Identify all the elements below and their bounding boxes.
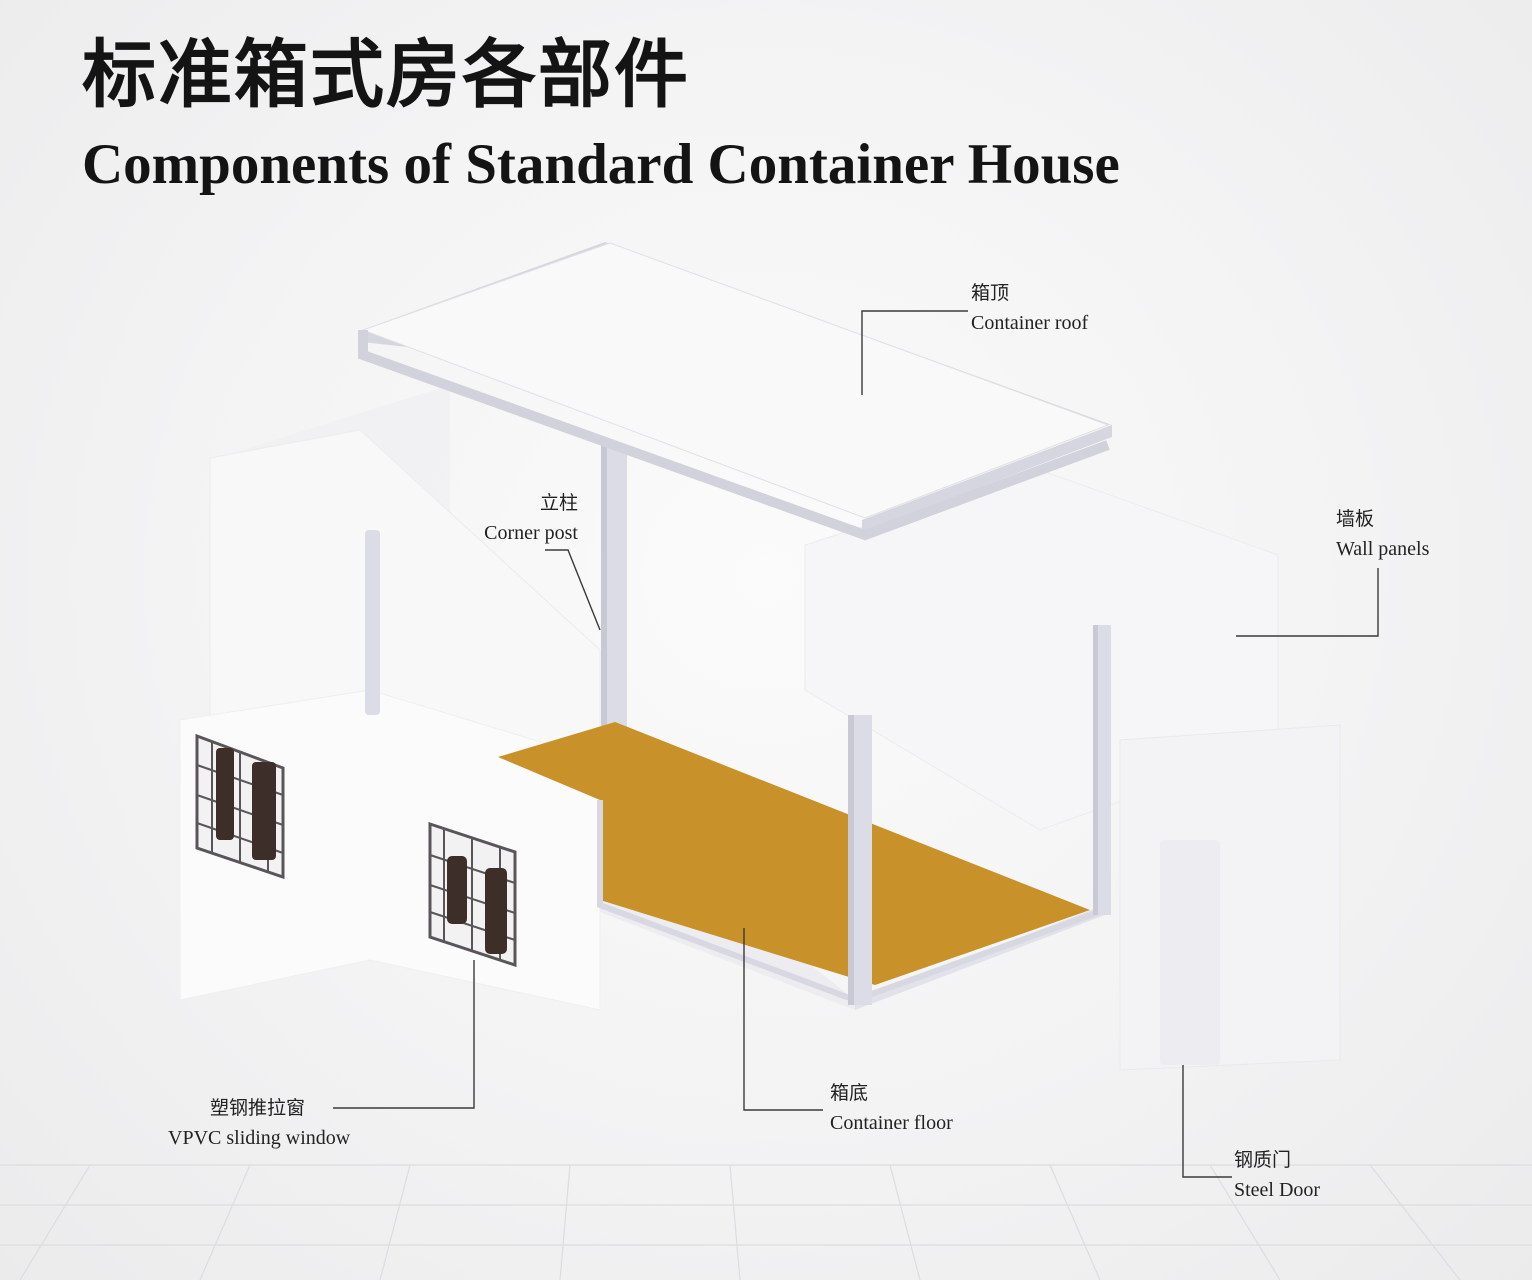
label-corner-post-en: Corner post	[484, 522, 578, 544]
leader-floor	[743, 928, 823, 1111]
door-leaf	[1160, 840, 1220, 1065]
leader-roof	[861, 310, 968, 395]
container-roof-top	[361, 242, 1110, 519]
vpvc-sliding-window-left	[195, 733, 285, 880]
container-floor-surface	[498, 722, 1090, 985]
label-container-roof: 箱顶 Container roof	[971, 282, 1089, 334]
label-vpvc-sliding-window: 塑钢推拉窗 VPVC sliding window	[168, 1097, 351, 1149]
floor-tile-grid	[0, 1164, 1532, 1280]
leader-post	[545, 549, 601, 631]
leader-walls	[1236, 568, 1379, 637]
vpvc-sliding-window-right	[428, 821, 517, 968]
label-container-floor: 箱底 Container floor	[830, 1082, 953, 1134]
label-vpvc-sliding-window-zh: 塑钢推拉窗	[210, 1097, 306, 1119]
label-corner-post-zh: 立柱	[539, 492, 578, 514]
label-steel-door-zh: 钢质门	[1234, 1149, 1292, 1171]
leader-door	[1182, 1065, 1232, 1178]
label-wall-panels-en: Wall panels	[1336, 538, 1430, 560]
label-container-floor-en: Container floor	[830, 1112, 953, 1134]
label-steel-door-en: Steel Door	[1234, 1179, 1321, 1201]
page-title-chinese: 标准箱式房各部件	[82, 32, 690, 118]
page-title-english: Components of Standard Container House	[82, 133, 1120, 196]
leader-lines	[333, 310, 1379, 1178]
label-corner-post: 立柱 Corner post	[440, 492, 578, 544]
label-wall-panels-zh: 墙板	[1336, 508, 1375, 530]
leader-window	[333, 960, 475, 1109]
label-steel-door: 钢质门 Steel Door	[1234, 1149, 1321, 1201]
door-panel	[1119, 724, 1341, 1071]
label-wall-panels: 墙板 Wall panels	[1336, 508, 1430, 560]
label-container-floor-zh: 箱底	[830, 1082, 869, 1104]
label-vpvc-sliding-window-en: VPVC sliding window	[168, 1127, 351, 1149]
label-container-roof-en: Container roof	[971, 312, 1089, 334]
left-wall-post	[365, 530, 380, 715]
label-container-roof-zh: 箱顶	[971, 282, 1010, 304]
